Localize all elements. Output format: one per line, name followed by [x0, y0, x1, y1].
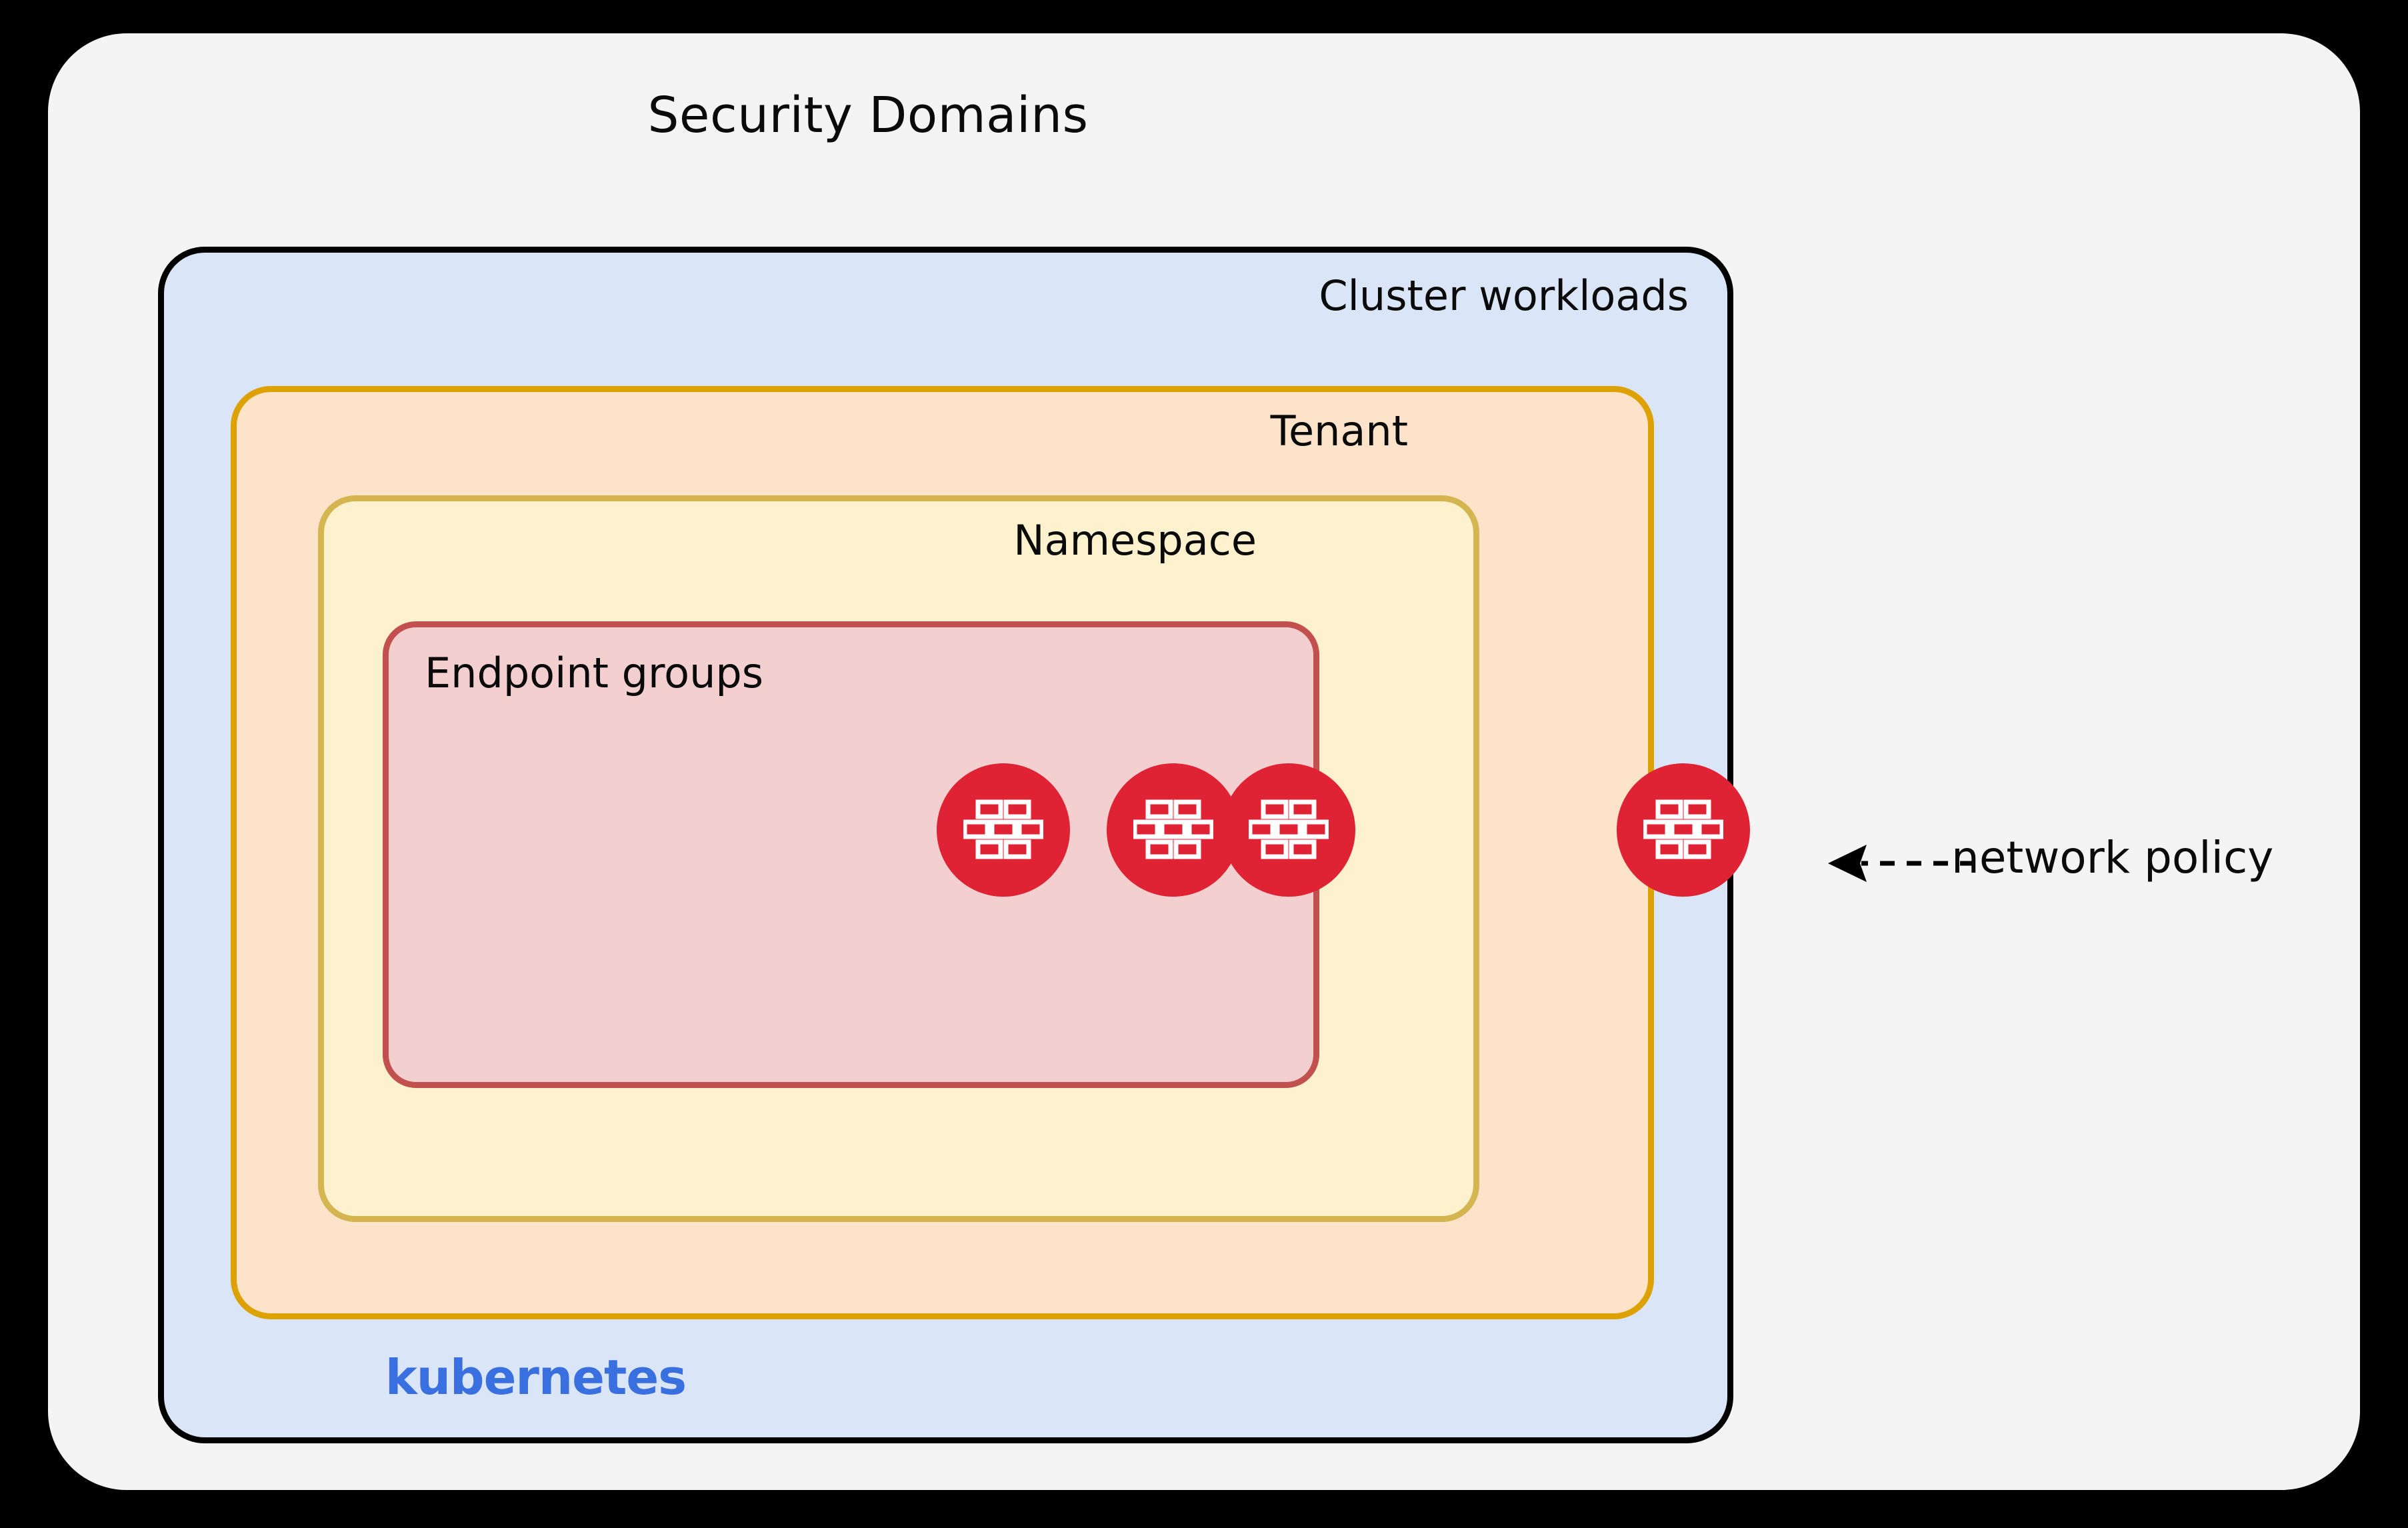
firewall-cluster[interactable]: [1617, 763, 1750, 897]
domain-cluster-workloads-label: Cluster workloads: [1319, 271, 1689, 320]
domain-namespace-label: Namespace: [1013, 516, 1257, 565]
firewall-brick-icon: [1133, 798, 1213, 862]
firewall-brick-icon: [1643, 798, 1723, 862]
network-policy-arrow-icon: [1828, 845, 1975, 882]
domain-endpoint-groups-label: Endpoint groups: [425, 649, 764, 697]
domain-tenant-label: Tenant: [1270, 407, 1408, 455]
kubernetes-wordmark: kubernetes: [385, 1349, 687, 1405]
firewall-brick-icon: [1249, 798, 1329, 862]
security-domains-panel: Security Domains Cluster workloads Tenan…: [48, 33, 2360, 1490]
firewall-brick-icon: [963, 798, 1043, 862]
diagram-title: Security Domains: [647, 87, 1089, 144]
firewall-tenant[interactable]: [1222, 763, 1355, 897]
firewall-namespace[interactable]: [1107, 763, 1240, 897]
network-policy-label: network policy: [1951, 832, 2274, 883]
firewall-endpoint-groups[interactable]: [937, 763, 1070, 897]
